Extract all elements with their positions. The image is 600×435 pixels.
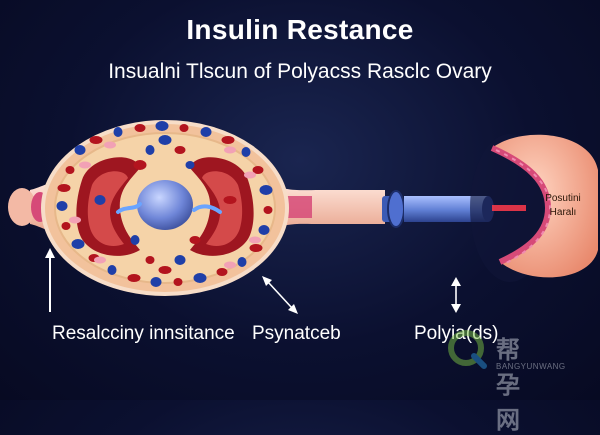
diagram-title: Insulin Restance (186, 14, 414, 45)
granule (259, 185, 273, 195)
granule (74, 145, 86, 155)
right-organelle (190, 157, 254, 256)
granule (193, 273, 207, 283)
ovary-label-line2: Haralı (549, 207, 577, 218)
label-middle: Psynatceb (252, 323, 341, 344)
left-organelle (76, 157, 140, 256)
granule (61, 222, 71, 230)
granule (113, 127, 123, 137)
granule (249, 244, 263, 252)
granule (158, 266, 172, 274)
granule (237, 257, 247, 267)
watermark-logo-icon (448, 330, 487, 369)
signal-beam (492, 205, 526, 211)
pink-granule (79, 161, 91, 169)
granule (94, 195, 106, 205)
arrow-vertical-right (451, 277, 461, 313)
granule (200, 127, 212, 137)
granule (216, 268, 228, 276)
granule (252, 166, 264, 174)
granule (57, 184, 71, 192)
pink-granule (224, 261, 236, 269)
granule (150, 277, 162, 287)
granule (221, 136, 235, 144)
diagram-subtitle: Insualni Tlscun of Polyacss Rasclc Ovary (108, 60, 492, 83)
watermark-text: 帮孕网 (496, 336, 520, 434)
pink-granule (244, 171, 256, 179)
right-duct (268, 182, 385, 232)
cell-nucleus (137, 180, 193, 230)
watermark-subtext: BANGYUNWANG (496, 362, 566, 371)
granule (241, 147, 251, 157)
pink-granule (94, 256, 106, 264)
granule (56, 201, 68, 211)
granule (263, 206, 273, 214)
granule (174, 146, 186, 154)
arrow-up-left (45, 248, 55, 312)
insulin-receptor-channels (116, 202, 222, 214)
ovary-label: Posutini Haralı (528, 192, 598, 220)
arrow-diagonal-mid (262, 276, 298, 314)
granule (145, 256, 155, 264)
granule (133, 160, 147, 170)
pink-granule (104, 141, 116, 149)
ovary-label-line1: Posutini (545, 193, 581, 204)
watermark: 帮孕网 BANGYUNWANG (446, 328, 565, 434)
granule (174, 255, 186, 265)
granule (179, 124, 189, 132)
granule (155, 121, 169, 131)
granule (158, 135, 172, 145)
granule (173, 278, 183, 286)
pink-granule (249, 236, 261, 244)
label-left: Resalcciny innsitance (52, 323, 235, 344)
granule (134, 124, 146, 132)
granule (130, 235, 140, 245)
insulin-resistance-diagram (8, 120, 598, 314)
granule (223, 196, 237, 204)
granule (145, 145, 155, 155)
granule (127, 274, 141, 282)
pink-granule (224, 146, 236, 154)
granule (71, 239, 85, 249)
granule (89, 136, 103, 144)
granule (185, 161, 195, 169)
granule (107, 265, 117, 275)
cell-granules (56, 121, 273, 287)
granule (65, 166, 75, 174)
granule (189, 236, 201, 244)
pink-granule (69, 216, 81, 224)
granule (258, 225, 270, 235)
